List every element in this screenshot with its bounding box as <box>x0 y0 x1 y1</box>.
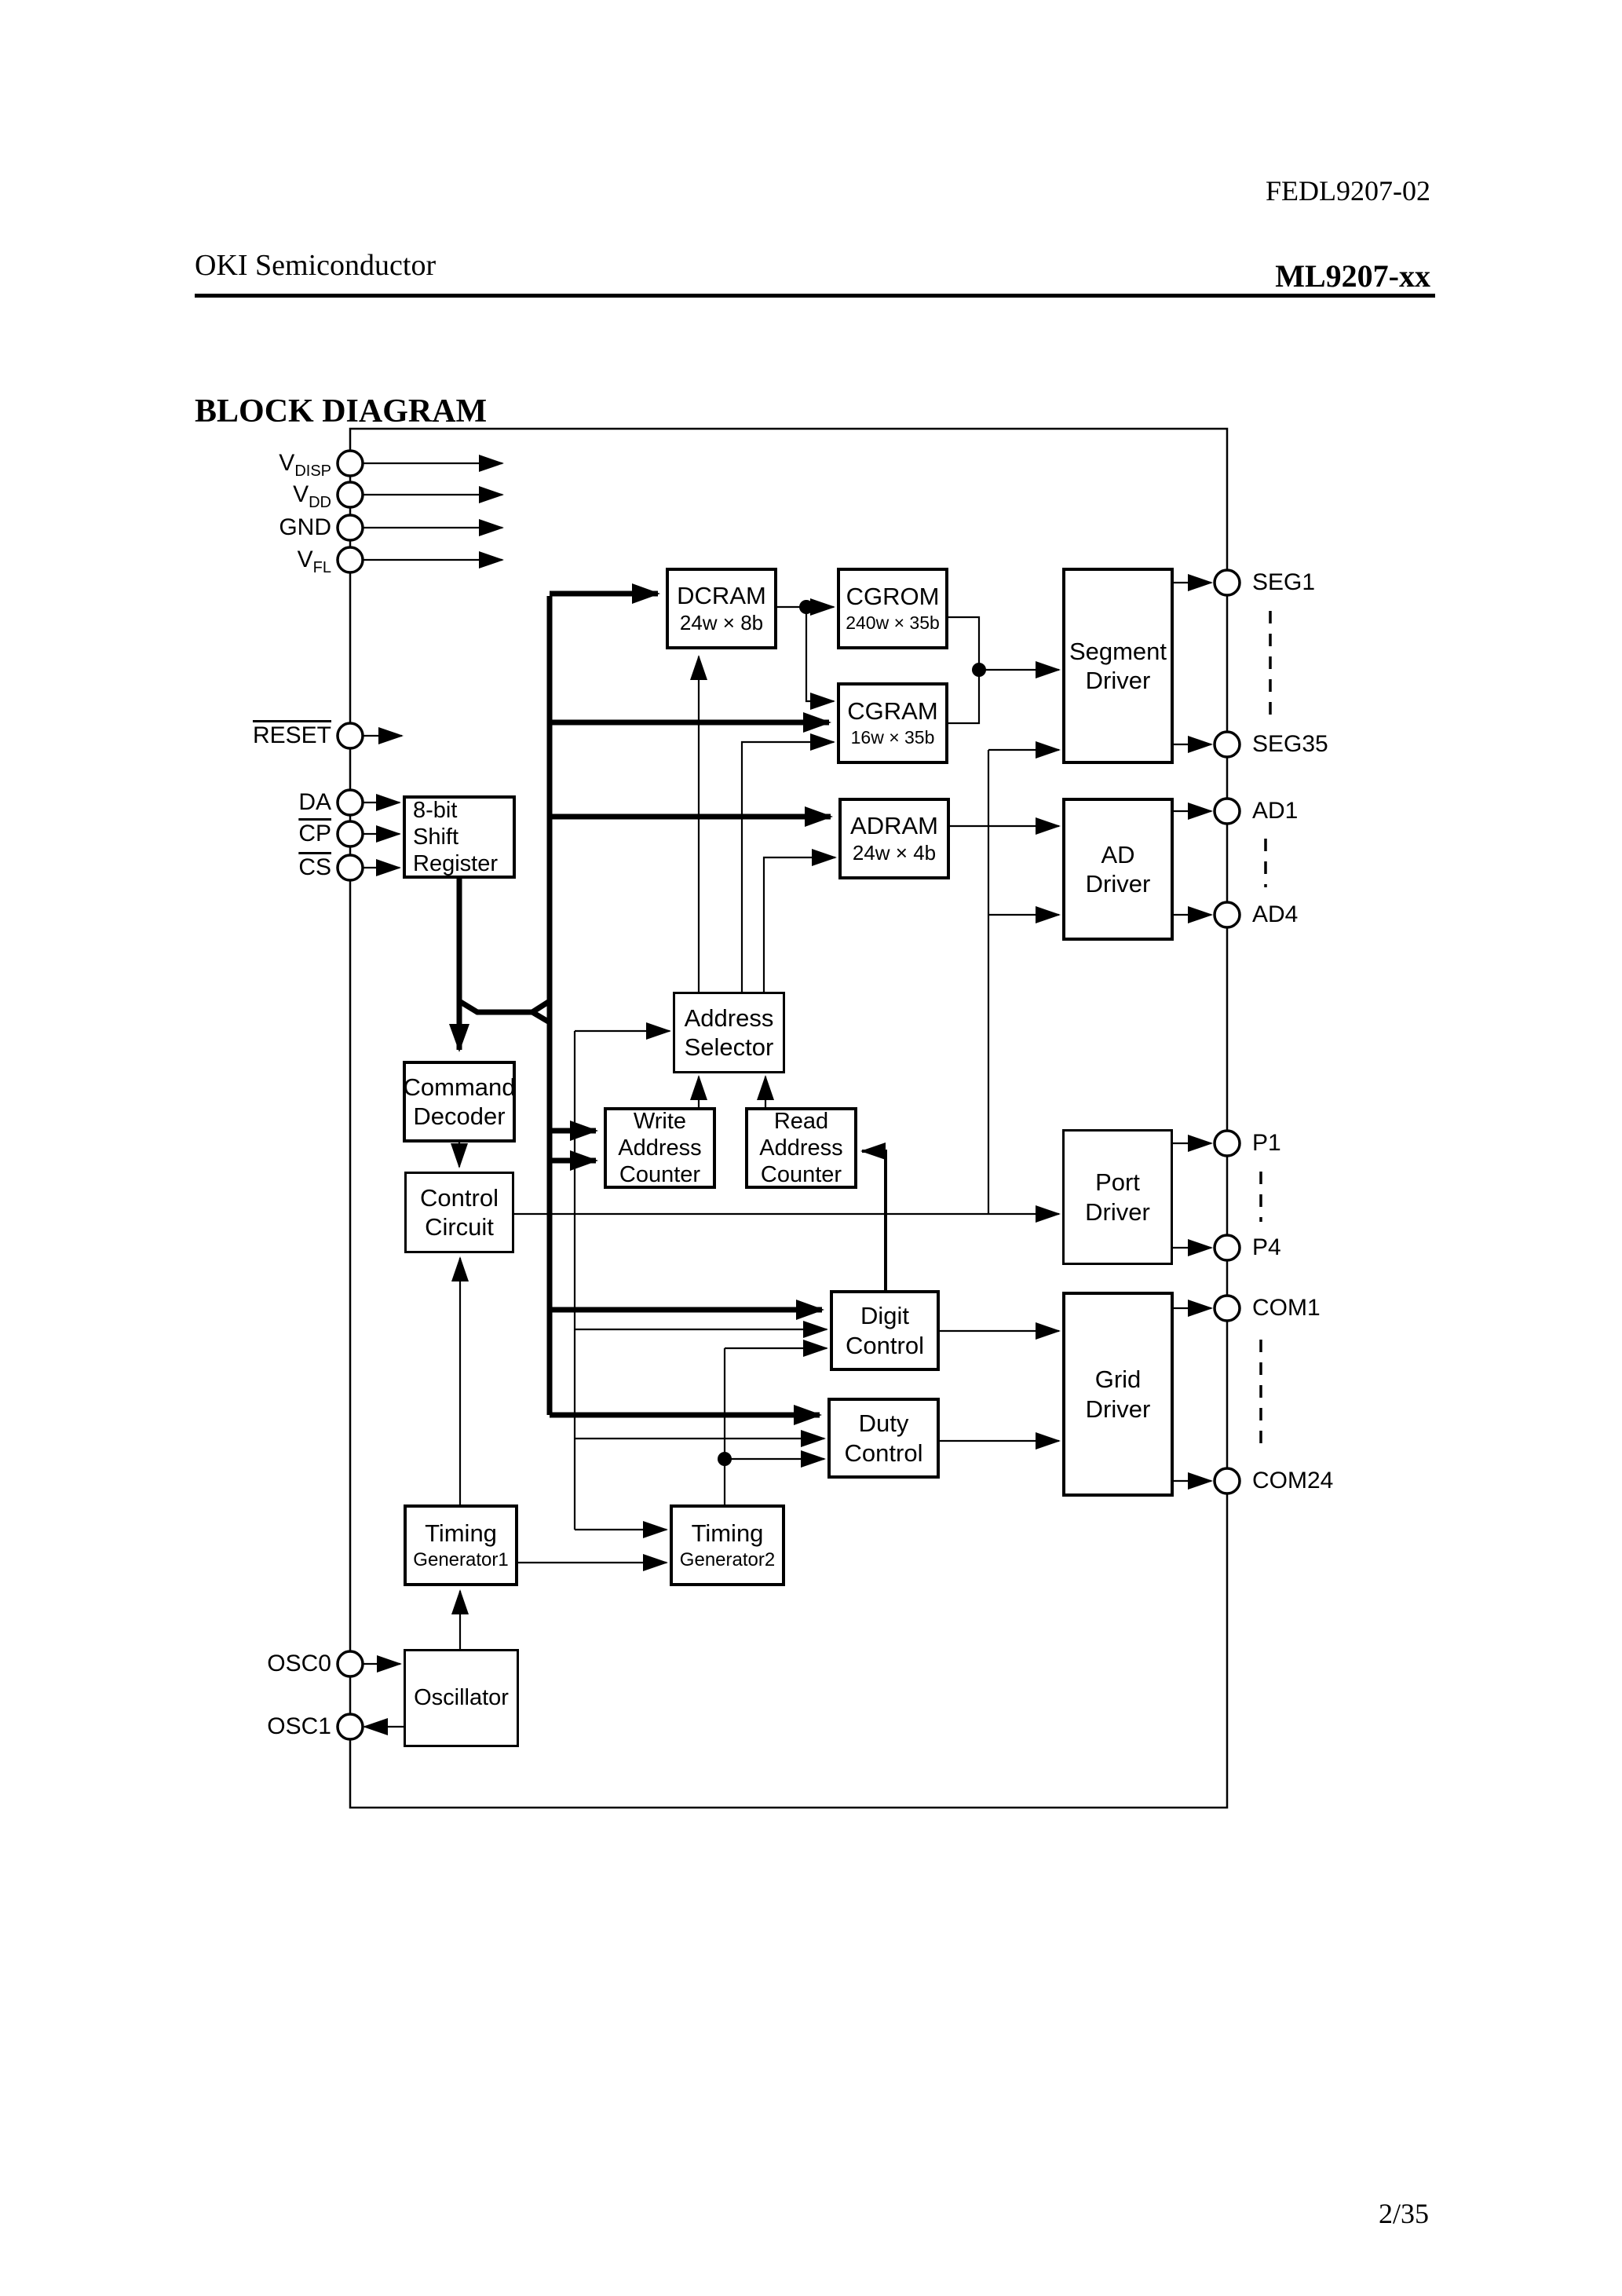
block-port-driver-label2: Driver <box>1085 1197 1150 1226</box>
pin-label-osc1: OSC1 <box>267 1713 331 1739</box>
bus-lines <box>449 583 833 1425</box>
digit-to-read-counter-line <box>860 1143 887 1290</box>
block-segment-driver-label2: Driver <box>1085 667 1151 694</box>
block-digit-control: Digit Control <box>830 1290 940 1371</box>
block-port-driver-label: Port <box>1095 1168 1140 1197</box>
block-port-driver: Port Driver <box>1062 1129 1173 1265</box>
company-name: OKI Semiconductor <box>195 249 437 282</box>
block-cgram-size: 16w × 35b <box>850 726 935 748</box>
pin-label-com24: COM24 <box>1252 1468 1334 1493</box>
block-read-address-counter: Read Address Counter <box>745 1107 857 1189</box>
block-command-decoder: Command Decoder <box>403 1061 516 1143</box>
block-timing-generator1-label: Timing <box>425 1519 497 1547</box>
block-timing-generator1-label2: Generator1 <box>413 1549 509 1570</box>
block-grid-driver: Grid Driver <box>1062 1292 1174 1497</box>
block-address-selector-label2: Selector <box>684 1033 774 1061</box>
block-write-address-counter-label2: Address <box>618 1135 702 1161</box>
junction-dots <box>718 600 986 1466</box>
block-read-address-counter-label2: Address <box>759 1135 843 1161</box>
block-adram-size: 24w × 4b <box>852 840 937 865</box>
block-duty-control: Duty Control <box>827 1398 940 1479</box>
block-read-address-counter-label: Read <box>773 1108 829 1134</box>
pin-label-vdisp: VDISP <box>279 450 331 480</box>
block-write-address-counter-label: Write <box>633 1108 687 1134</box>
block-read-address-counter-label3: Counter <box>760 1162 842 1188</box>
diagram-border <box>349 427 1229 1809</box>
document-number: FEDL9207-02 <box>1266 175 1430 207</box>
block-write-address-counter-label3: Counter <box>619 1162 701 1188</box>
pin-label-osc0: OSC0 <box>267 1651 331 1676</box>
block-cgrom-size: 240w × 35b <box>846 612 940 633</box>
pin-circles <box>336 449 1241 1741</box>
part-number: ML9207-xx <box>1275 258 1430 294</box>
block-timing-generator2: Timing Generator2 <box>670 1504 785 1586</box>
page-number: 2/35 <box>1378 2198 1429 2229</box>
block-adram: ADRAM 24w × 4b <box>838 798 950 879</box>
block-digit-control-label2: Control <box>846 1331 924 1359</box>
pin-label-da: DA <box>298 789 331 815</box>
block-dcram-label: DCRAM <box>677 581 766 609</box>
block-shift-register-label3: Register <box>413 851 498 877</box>
block-oscillator: Oscillator <box>404 1649 519 1747</box>
block-grid-driver-label2: Driver <box>1085 1395 1151 1423</box>
block-segment-driver-label: Segment <box>1069 637 1167 665</box>
block-ad-driver: AD Driver <box>1062 798 1174 941</box>
block-cgrom-label: CGROM <box>846 583 940 611</box>
block-cgrom: CGROM 240w × 35b <box>837 568 948 649</box>
block-duty-control-label2: Control <box>844 1439 923 1467</box>
signal-lines <box>363 455 1213 1735</box>
block-shift-register-label: 8-bit <box>413 797 458 823</box>
block-timing-generator2-label: Timing <box>691 1519 764 1547</box>
block-shift-register: 8-bit Shift Register <box>403 795 516 879</box>
pin-label-seg1: SEG1 <box>1252 569 1316 595</box>
pin-label-ad4: AD4 <box>1252 901 1299 927</box>
header-rule <box>195 294 1435 298</box>
block-command-decoder-label: Command <box>403 1073 516 1101</box>
block-dcram-size: 24w × 8b <box>679 610 764 634</box>
pin-label-reset: RESET <box>252 722 331 748</box>
block-segment-driver: Segment Driver <box>1062 568 1174 764</box>
block-control-circuit-label: Control <box>420 1183 499 1212</box>
pin-label-gnd: GND <box>279 514 331 540</box>
pin-label-p4: P4 <box>1252 1234 1281 1260</box>
pin-label-cs: CS <box>298 854 331 880</box>
block-timing-generator2-label2: Generator2 <box>679 1549 776 1570</box>
pin-range-dashes <box>1259 611 1272 1451</box>
block-address-selector-label: Address <box>684 1004 774 1032</box>
block-dcram: DCRAM 24w × 8b <box>666 568 777 649</box>
block-grid-driver-label: Grid <box>1094 1366 1142 1394</box>
pin-label-cp: CP <box>298 821 331 846</box>
block-write-address-counter: Write Address Counter <box>604 1107 716 1189</box>
pin-label-vdd: VDD <box>293 481 331 511</box>
block-address-selector: Address Selector <box>673 992 785 1073</box>
block-oscillator-label: Oscillator <box>414 1685 509 1711</box>
block-cgram-label: CGRAM <box>847 697 938 726</box>
pin-label-ad1: AD1 <box>1252 798 1299 824</box>
block-control-circuit-label2: Circuit <box>425 1213 494 1241</box>
pin-label-seg35: SEG35 <box>1252 731 1328 757</box>
block-adram-label: ADRAM <box>850 811 938 839</box>
pin-label-p1: P1 <box>1252 1130 1281 1156</box>
block-command-decoder-label2: Decoder <box>413 1102 506 1130</box>
page-title: BLOCK DIAGRAM <box>195 393 488 430</box>
block-ad-driver-label2: Driver <box>1085 870 1151 898</box>
block-shift-register-label2: Shift <box>413 824 459 850</box>
block-digit-control-label: Digit <box>860 1302 909 1330</box>
block-ad-driver-label: AD <box>1101 840 1135 868</box>
block-control-circuit: Control Circuit <box>404 1172 514 1253</box>
block-cgram: CGRAM 16w × 35b <box>837 682 948 764</box>
pin-label-com1: COM1 <box>1252 1295 1321 1321</box>
pin-label-vfl: VFL <box>297 547 331 576</box>
block-duty-control-label: Duty <box>858 1409 909 1438</box>
block-timing-generator1: Timing Generator1 <box>404 1504 518 1586</box>
